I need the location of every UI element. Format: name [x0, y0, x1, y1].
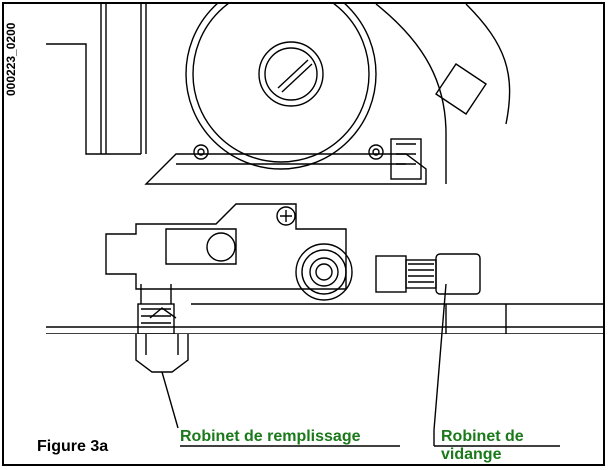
figure-frame	[2, 2, 605, 466]
drain-valve-callout: Robinet de vidange	[441, 428, 561, 464]
drain-valve-callout-line1: Robinet de	[441, 428, 524, 445]
reference-code: 000223_0200	[4, 22, 18, 96]
figure-label: Figure 3a	[37, 438, 109, 455]
boiler-valve-drawing	[46, 4, 604, 334]
drain-valve-callout-line2: vidange	[441, 446, 502, 463]
fill-valve-callout: Robinet de remplissage	[180, 428, 361, 445]
